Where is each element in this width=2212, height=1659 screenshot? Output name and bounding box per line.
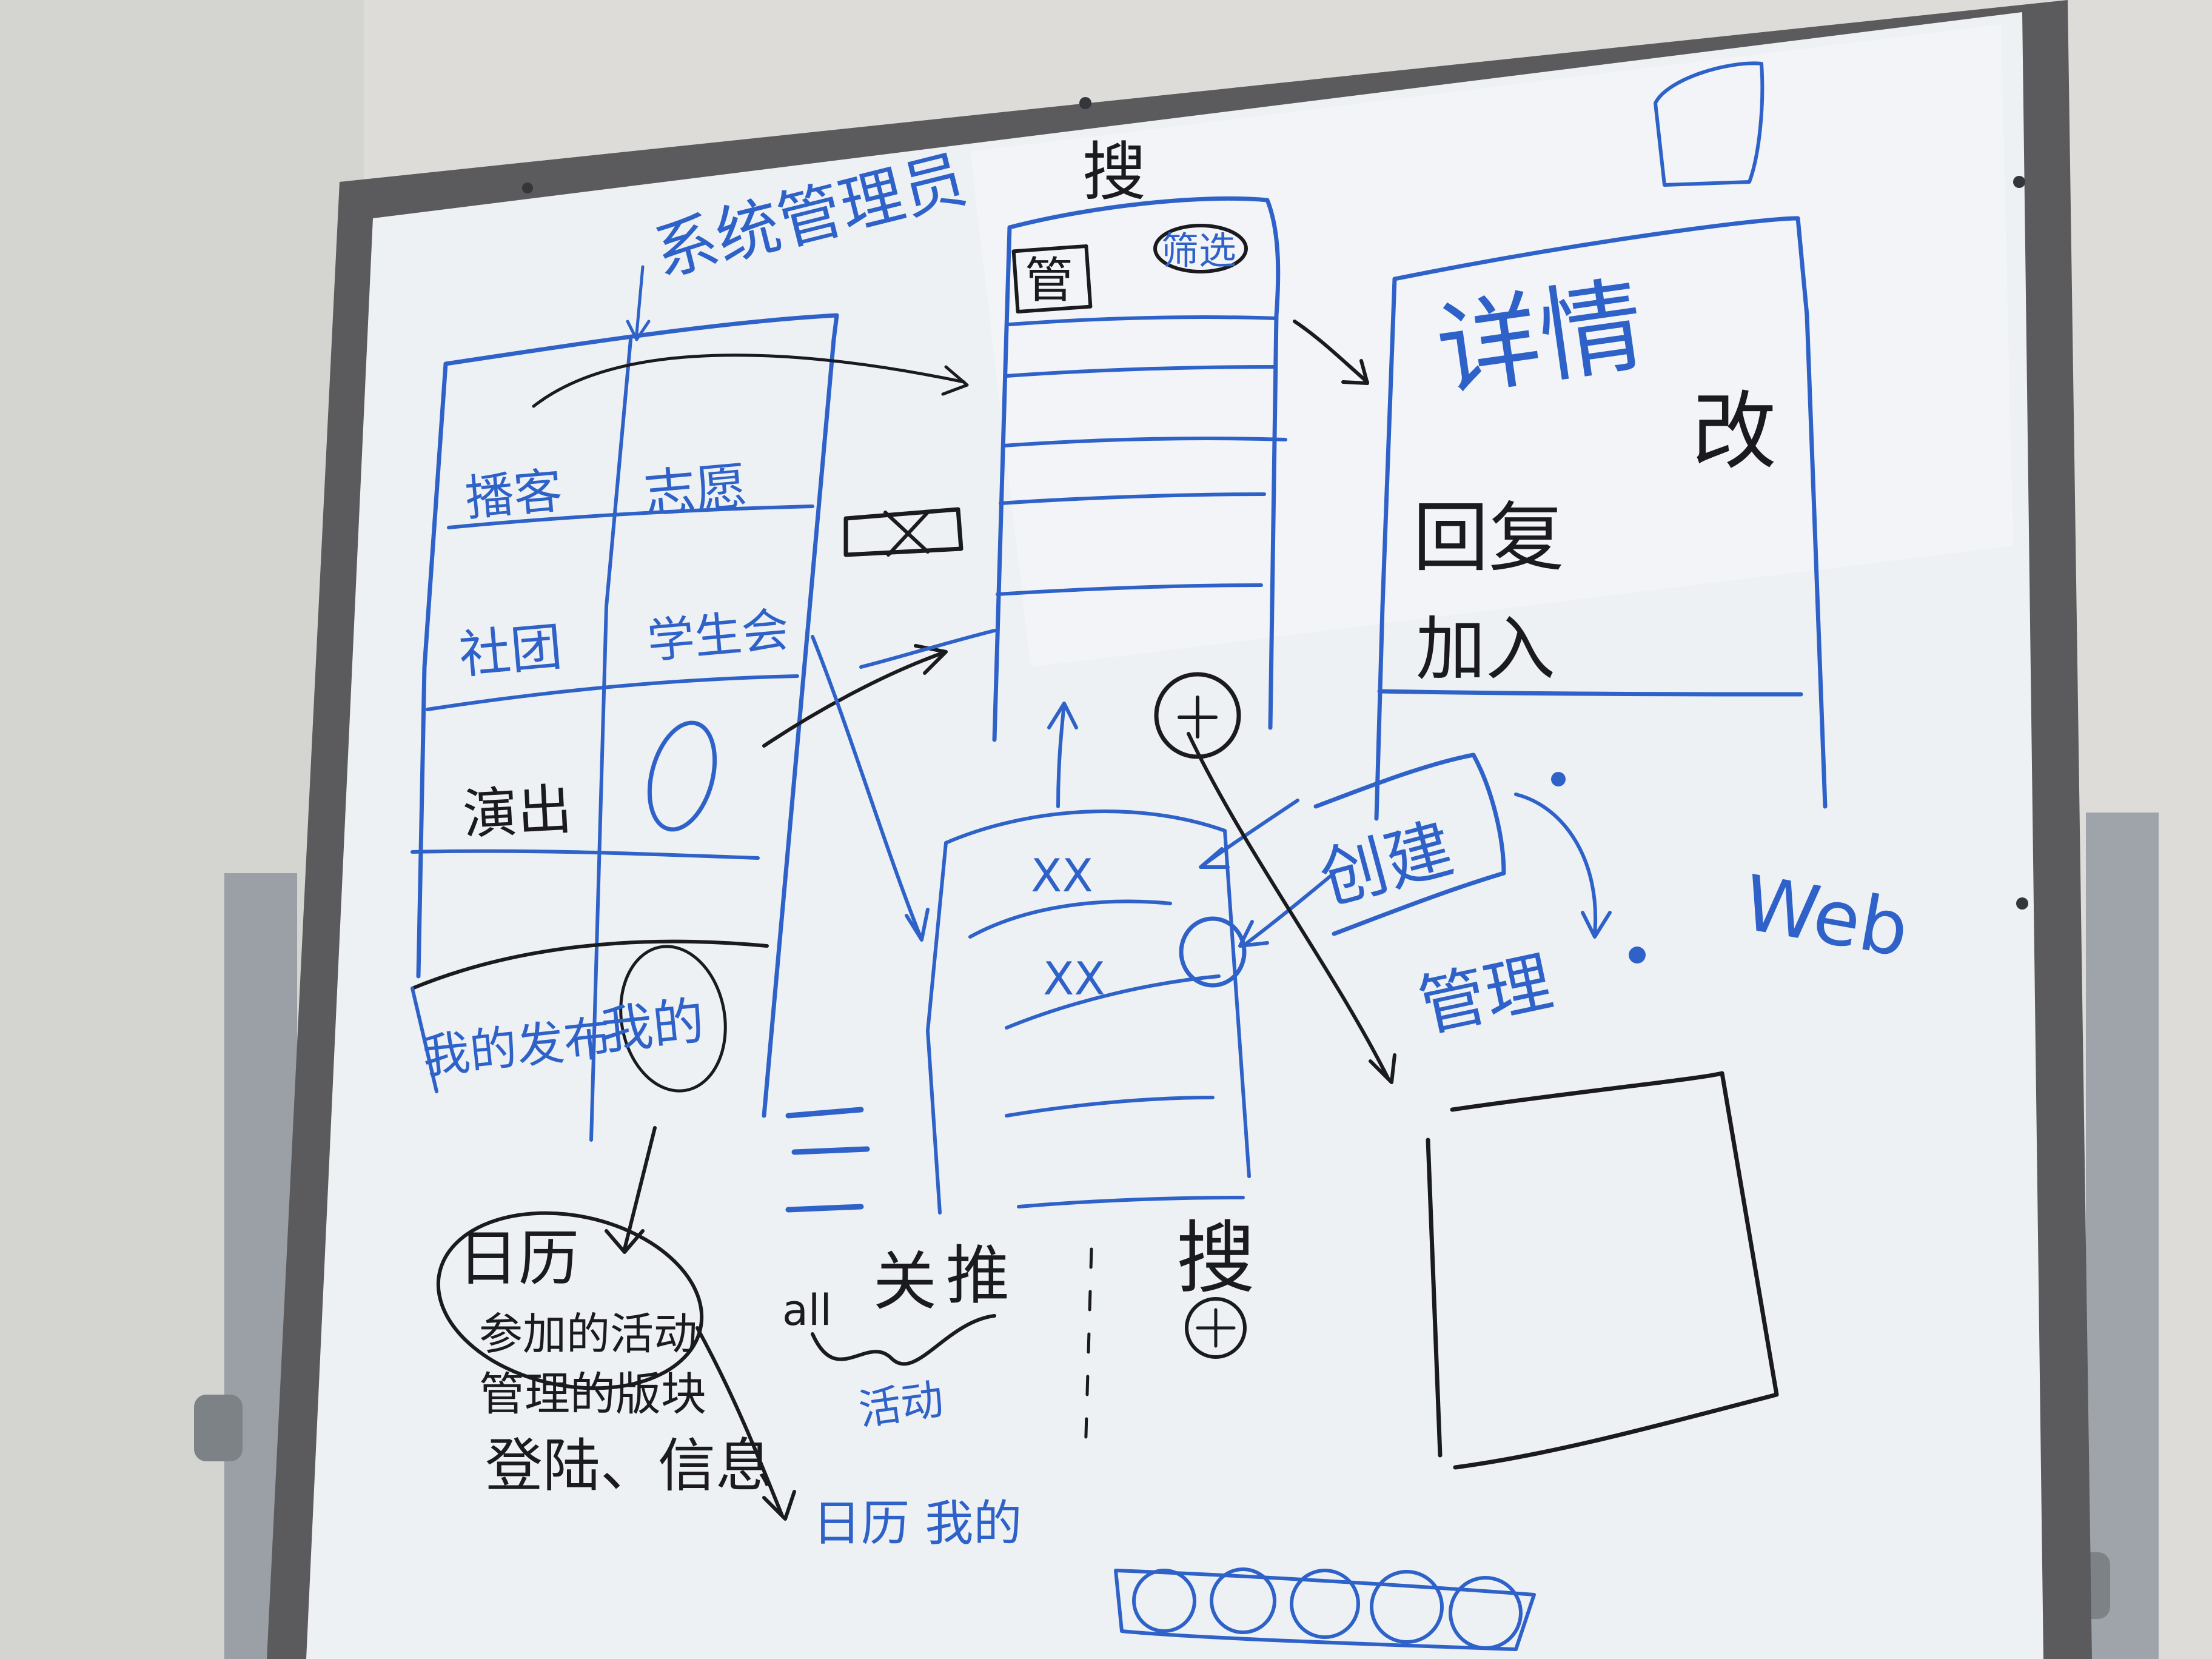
stand-right-post — [2086, 813, 2159, 1659]
search-label-top: 搜 — [1082, 135, 1146, 209]
cell-student-union: 学生会 — [645, 603, 791, 669]
detail-join: 加入 — [1416, 609, 1555, 690]
list-row-2: XX — [1043, 952, 1105, 1005]
tab-recommend: 推 — [946, 1239, 1010, 1313]
detail-edit: 改 — [1692, 383, 1777, 481]
note-line-1: 参加的活动 — [479, 1309, 697, 1359]
empty-box-sketch — [1426, 1071, 1779, 1470]
bottom-center-screen-sketch: XX XX 搜 all 关 推 活动 — [782, 809, 1255, 1457]
detail-title: 详情 — [1430, 265, 1651, 412]
cell-performance: 演出 — [461, 778, 574, 847]
middle-screen-sketch: 搜 管 筛选 — [992, 135, 1369, 759]
cell-volunteer: 志愿 — [642, 456, 749, 525]
cell-podcast: 播客 — [463, 462, 565, 527]
tab-bar-circles-sketch — [1114, 1567, 1536, 1651]
note-line-3: 登陆、信息 — [485, 1433, 773, 1500]
tab-filter: 筛选 — [1161, 229, 1236, 273]
cell-club: 社团 — [457, 617, 565, 685]
tab-mine: 我的 — [598, 991, 707, 1062]
misc-marks — [522, 97, 2028, 964]
note-line-2: 管理的版块 — [479, 1367, 706, 1421]
list-row-1: XX — [1031, 849, 1093, 902]
closed-box-sketch — [843, 507, 964, 557]
profile-note-sketch: 日历 参加的活动 管理的版块 登陆、信息 日历 我的 — [436, 1126, 1022, 1552]
stand-left-knob — [194, 1395, 243, 1461]
note-footer: 日历 我的 — [813, 1495, 1022, 1552]
detail-reply: 回复 — [1413, 494, 1564, 582]
tab-activity: 活动 — [856, 1374, 947, 1435]
board-glare — [970, 24, 2013, 667]
flow-arrows — [762, 629, 1078, 942]
tab-follow: 关 — [873, 1245, 937, 1319]
tab-all: all — [782, 1285, 832, 1335]
detail-screen-sketch: 详情 改 回复 加入 Web — [1374, 61, 1915, 974]
search-label-bottom: 搜 — [1176, 1212, 1255, 1304]
note-title: 日历 — [458, 1223, 579, 1294]
tab-manage: 管 — [1025, 252, 1073, 309]
